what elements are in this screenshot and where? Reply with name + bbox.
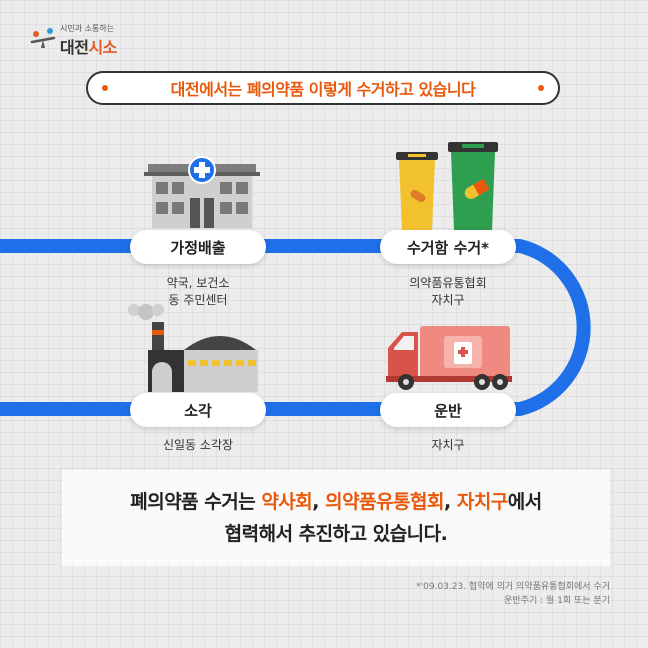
step-label: 운반 <box>434 401 462 420</box>
step-household-caption: 약국, 보건소 동 주민센터 <box>166 276 230 307</box>
step-incineration-caption: 신일동 소각장 <box>162 438 234 452</box>
title-banner: 대전에서는 폐의약품 이렇게 수거하고 있습니다 <box>86 71 560 105</box>
step-label: 수거함 수거* <box>406 238 490 257</box>
step-label: 소각 <box>184 401 212 420</box>
step-transport-caption: 자치구 <box>431 438 465 452</box>
summary-message: 폐의약품 수거는 약사회, 의약품유통협회, 자치구에서 협력해서 추진하고 있… <box>62 470 610 566</box>
building-icon <box>144 156 260 228</box>
banner-dot-right <box>538 85 544 91</box>
logo-tagline: 시민과 소통하는 <box>60 24 115 33</box>
footnote-line-1: *'09.03.23. 협약에 의거 의약품유통협회에서 수거 <box>416 582 610 592</box>
incinerator-icon <box>128 304 258 392</box>
banner-dot-left <box>102 85 108 91</box>
seesaw-logo-icon <box>30 28 56 48</box>
footnote-line-2: 운반주기 : 월 1회 또는 분기 <box>504 596 610 606</box>
step-transport: 운반 <box>380 393 516 427</box>
step-label: 가정배출 <box>170 238 226 257</box>
summary-line-1: 폐의약품 수거는 약사회, 의약품유통협회, 자치구에서 <box>130 491 542 513</box>
truck-icon <box>386 326 512 390</box>
footnote: *'09.03.23. 협약에 의거 의약품유통협회에서 수거 운반주기 : 월… <box>416 580 610 608</box>
step-incineration: 소각 <box>130 393 266 427</box>
logo-name: 대전시소 <box>60 38 117 57</box>
banner-title: 대전에서는 폐의약품 이렇게 수거하고 있습니다 <box>170 80 476 99</box>
step-household-disposal: 가정배출 <box>130 230 266 264</box>
logo: 시민과 소통하는 대전시소 <box>30 22 170 58</box>
summary-line-2: 협력해서 추진하고 있습니다. <box>224 523 448 545</box>
step-bin-caption: 의약품유통협회 자치구 <box>409 276 487 307</box>
step-bin-collection: 수거함 수거* <box>380 230 516 264</box>
collection-bins-icon <box>396 142 498 230</box>
